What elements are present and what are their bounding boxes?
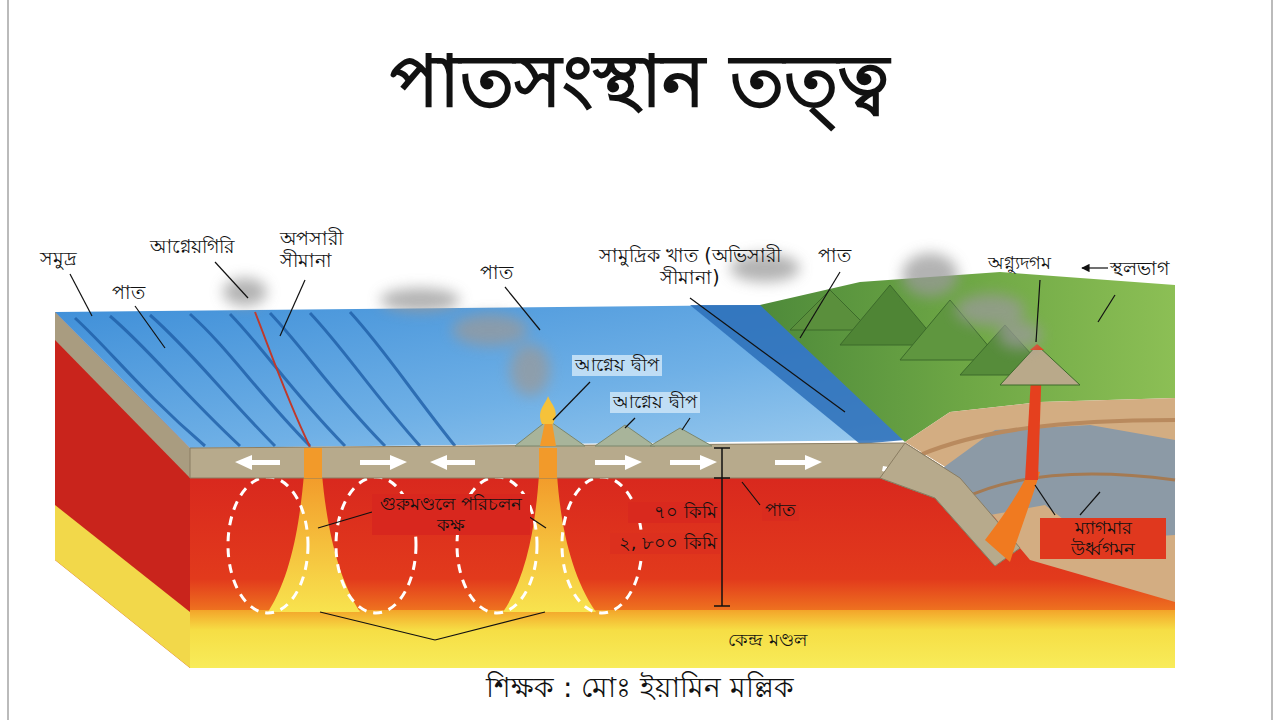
callout-label: পাত [112,282,145,304]
callout-label: আগ্নেয় দ্বীপ [572,355,662,376]
callout-label: আগ্নেয় দ্বীপ [610,392,700,413]
callout-label: কেন্দ্র মণ্ডল [728,630,807,651]
callout-label: গুরুমণ্ডলে পরিচলন কক্ষ [372,494,530,535]
callout-label: ৭০ কিমি [628,502,720,523]
diagram-title: পাতসংস্থান তত্ত্ব [390,40,889,123]
caption-text: শিক্ষক : মোঃ ইয়ামিন মল্লিক [486,672,794,704]
callout-label: স্থলভাগ [1110,258,1169,280]
callout-label: অগ্ন্যুদগম [988,253,1051,274]
callout-label: পাত [480,262,513,284]
callout-label: আগ্নেয়গিরি [150,236,234,258]
callout-label: পাত [818,245,851,267]
callout-label: ম্যাগমার উর্ধ্বগমন [1040,518,1166,559]
callout-label: সমুদ্র [40,248,77,270]
callout-label: পাত [762,500,799,521]
callout-label: ২, ৮০০ কিমি [610,533,720,554]
callout-label: সামুদ্রিক খাত (অভিসারী সীমানা) [585,245,795,289]
callout-label: অপসারী সীমানা [280,228,375,272]
